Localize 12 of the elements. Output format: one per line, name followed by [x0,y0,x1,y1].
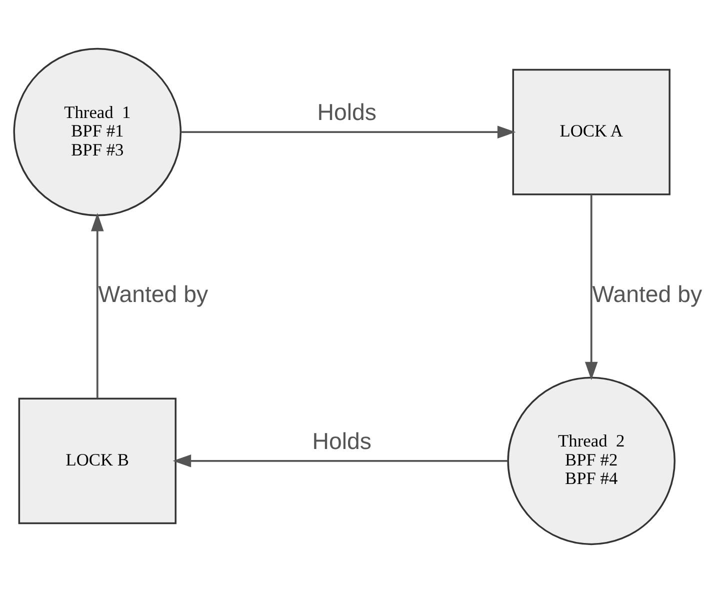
edge-label: Wanted by [592,281,702,308]
edge-label: Wanted by [98,281,208,308]
arrow [181,126,516,138]
node-circle: Thread 2 BPF #2 BPF #4 [507,376,676,546]
arrow [584,194,598,380]
edge-label: Holds [317,99,377,126]
node-circle: Thread 1 BPF #1 BPF #3 [13,48,182,216]
arrow [91,212,104,398]
node-box: LOCK A [512,68,670,196]
node-box: LOCK B [18,398,176,524]
edge-label: Holds [312,428,372,454]
arrow [172,454,508,468]
